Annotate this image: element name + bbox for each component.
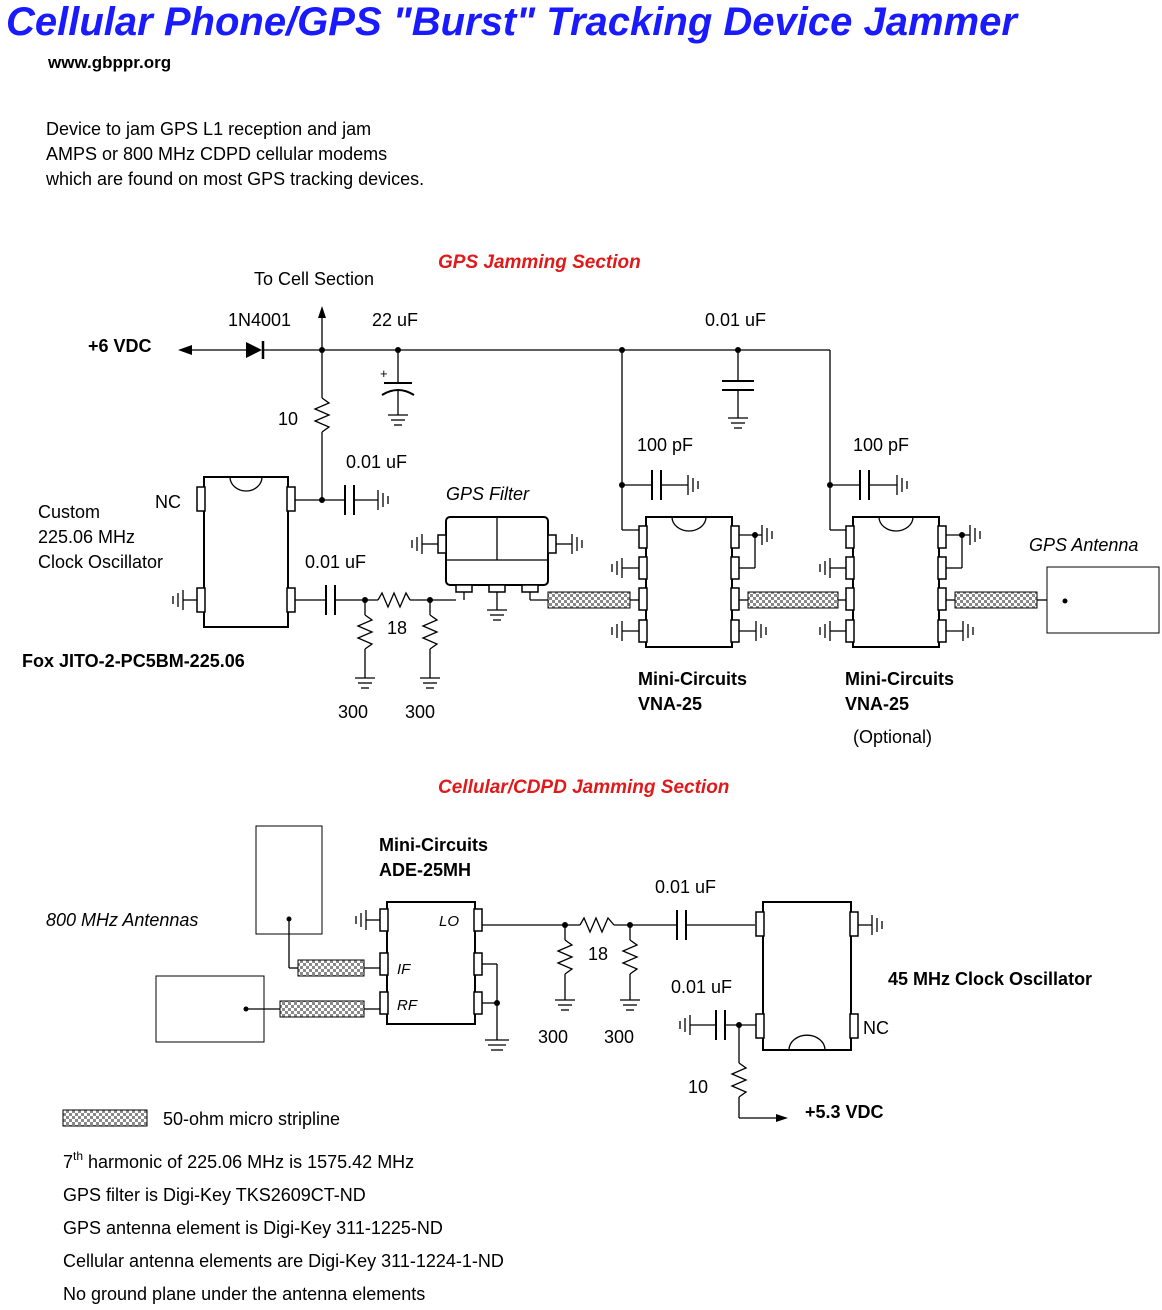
oscillator-45mhz: [679, 901, 883, 1122]
stripline-legend-label: 50-ohm micro stripline: [163, 1109, 340, 1129]
cap-100pf-2-label: 100 pF: [853, 435, 909, 455]
osc-desc-line-2: 225.06 MHz: [38, 527, 135, 547]
amplifier-vna25-2: [819, 470, 981, 648]
cap-001uf-cell-b-label: 0.01 uF: [671, 977, 732, 997]
note-harmonic: 7th harmonic of 225.06 MHz is 1575.42 MH…: [63, 1149, 414, 1172]
cap-001uf-osc-label: 0.01 uF: [346, 452, 407, 472]
note-line-2: GPS antenna element is Digi-Key 311-1225…: [63, 1218, 443, 1238]
amp2-optional-label: (Optional): [853, 727, 932, 747]
res-300-cell-b-label: 300: [604, 1027, 634, 1047]
site-url: www.gbppr.org: [47, 53, 171, 72]
amplifier-vna25-1: [611, 470, 773, 648]
resistor-10-label: 10: [278, 409, 298, 429]
cell-antenna-2: [155, 975, 280, 1043]
note-line-3: Cellular antenna elements are Digi-Key 3…: [63, 1251, 504, 1271]
gps-supply-label: +6 VDC: [88, 336, 152, 356]
mixer-label-line-1: Mini-Circuits: [379, 835, 488, 855]
page-title: Cellular Phone/GPS "Burst" Tracking Devi…: [6, 0, 1019, 44]
cap-22uf-label: 22 uF: [372, 310, 418, 330]
res-18-gps-label: 18: [387, 618, 407, 638]
stripline-gps-3: [954, 591, 1038, 609]
osc45-label: 45 MHz Clock Oscillator: [888, 969, 1092, 989]
mixer-pin-lo: LO: [439, 913, 459, 930]
to-cell-label: To Cell Section: [254, 269, 374, 289]
cell-section-title: Cellular/CDPD Jamming Section: [438, 777, 729, 798]
cap-001uf-rail-label: 0.01 uF: [705, 310, 766, 330]
stripline-gps-2: [747, 591, 839, 609]
capacitor-22uf: +: [380, 347, 415, 426]
svg-text:+: +: [380, 366, 388, 381]
cell-antennas-label: 800 MHz Antennas: [46, 910, 198, 930]
resistor-10-gps: [313, 350, 331, 503]
amp2-label-line-1: Mini-Circuits: [845, 669, 954, 689]
capacitor-001uf-osc-bypass: [344, 485, 389, 515]
stripline-cell-if: [297, 959, 365, 977]
amp1-label-line-1: Mini-Circuits: [638, 669, 747, 689]
stripline-gps-1: [547, 591, 631, 609]
cell-attenuator-pad: [555, 910, 755, 1011]
description-line-1: Device to jam GPS L1 reception and jam: [46, 119, 371, 139]
diode-label: 1N4001: [228, 310, 291, 330]
gps-antenna-label: GPS Antenna: [1029, 535, 1138, 555]
osc-desc-line-1: Custom: [38, 502, 100, 522]
osc-nc-label: NC: [155, 492, 181, 512]
cap-001uf-cell-a-label: 0.01 uF: [655, 877, 716, 897]
mixer-pin-rf: RF: [397, 997, 418, 1014]
stripline-cell-rf: [279, 1000, 365, 1018]
amp1-label-line-2: VNA-25: [638, 694, 702, 714]
mixer-pin-if: IF: [397, 961, 411, 978]
cap-001uf-out-label: 0.01 uF: [305, 552, 366, 572]
capacitor-001uf-rail: [722, 347, 754, 429]
gps-filter-label: GPS Filter: [446, 484, 530, 504]
to-cell-arrow: [318, 306, 326, 353]
gps-section-title: GPS Jamming Section: [438, 252, 641, 273]
stripline-legend-swatch: [62, 1109, 148, 1127]
cap-100pf-1-label: 100 pF: [637, 435, 693, 455]
cell-antenna-1: [255, 825, 323, 969]
gps-attenuator-pad: [295, 585, 456, 689]
amp2-label-line-2: VNA-25: [845, 694, 909, 714]
description-line-2: AMPS or 800 MHz CDPD cellular modems: [46, 144, 387, 164]
description-line-3: which are found on most GPS tracking dev…: [45, 169, 424, 189]
osc-desc-line-3: Clock Oscillator: [38, 552, 163, 572]
gps-antenna-element: [1046, 566, 1160, 634]
cell-supply-label: +5.3 VDC: [805, 1102, 884, 1122]
res-300-gps-b-label: 300: [405, 702, 435, 722]
res-18-cell-label: 18: [588, 944, 608, 964]
res-300-cell-a-label: 300: [538, 1027, 568, 1047]
osc45-nc-label: NC: [863, 1018, 889, 1038]
res-10-cell-label: 10: [688, 1077, 708, 1097]
osc-part-label: Fox JITO-2-PC5BM-225.06: [22, 651, 245, 671]
mixer-label-line-2: ADE-25MH: [379, 860, 471, 880]
diode-1n4001: [246, 341, 265, 359]
oscillator-225mhz: [172, 476, 345, 628]
mixer-ade25mh: [355, 901, 580, 1051]
note-line-1: GPS filter is Digi-Key TKS2609CT-ND: [63, 1185, 366, 1205]
res-300-gps-a-label: 300: [338, 702, 368, 722]
gps-filter: [411, 516, 583, 621]
note-line-4: No ground plane under the antenna elemen…: [63, 1284, 425, 1304]
